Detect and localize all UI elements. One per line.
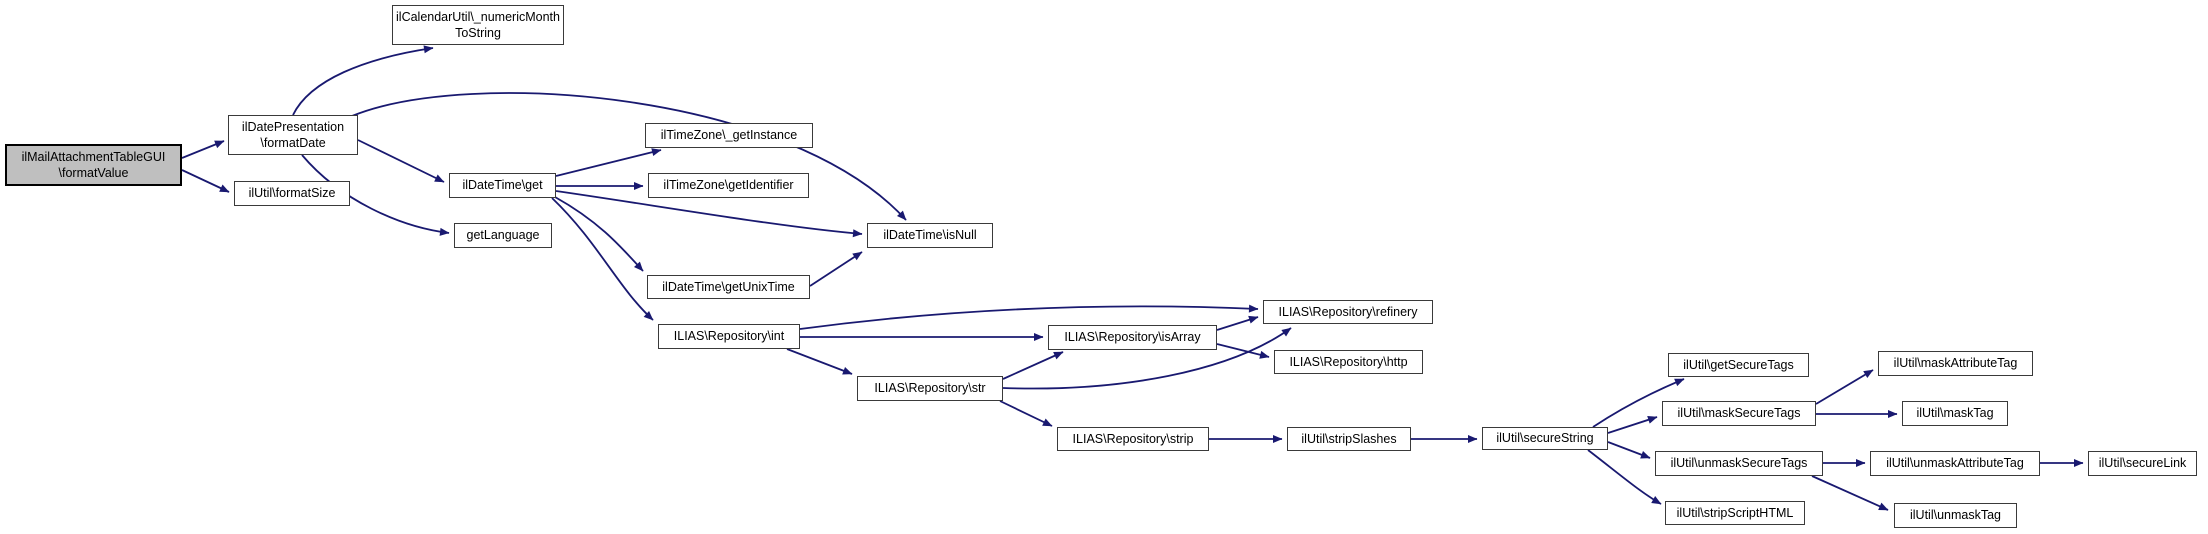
- node-unmaskTag[interactable]: ilUtil\unmaskTag: [1894, 503, 2017, 528]
- node-label-line: ILIAS\Repository\int: [673, 329, 785, 344]
- edge-formatDate-to-getLanguage: [301, 154, 450, 236]
- node-label-line: ilDateTime\isNull: [883, 228, 977, 243]
- edge-isArray-to-http: [1216, 343, 1270, 359]
- edge-group: [181, 45, 2084, 511]
- node-unmaskSecureTags[interactable]: ilUtil\unmaskSecureTags: [1655, 451, 1823, 476]
- edge-get-to-getInstance: [555, 148, 662, 177]
- node-label-line: ilUtil\secureLink: [2098, 456, 2187, 471]
- node-label-line: \formatDate: [260, 136, 326, 150]
- node-label-line: \formatValue: [58, 166, 129, 180]
- node-label-line: ilUtil\unmaskTag: [1909, 508, 2001, 523]
- edge-secureString-to-unmaskSecureTags: [1607, 441, 1651, 459]
- edge-isArray-to-refinery: [1216, 315, 1259, 331]
- node-str[interactable]: ILIAS\Repository\str: [857, 376, 1003, 401]
- node-isNull[interactable]: ilDateTime\isNull: [867, 223, 993, 248]
- node-maskAttributeTag[interactable]: ilUtil\maskAttributeTag: [1878, 351, 2033, 376]
- node-label-line: ilUtil\unmaskAttributeTag: [1886, 456, 2024, 471]
- node-label-line: ILIAS\Repository\str: [874, 381, 986, 396]
- node-label-line: ilUtil\secureString: [1496, 431, 1594, 446]
- edge-get-to-isNull: [555, 190, 863, 238]
- node-label-line: ILIAS\Repository\strip: [1072, 431, 1194, 446]
- node-int[interactable]: ILIAS\Repository\int: [658, 324, 800, 349]
- node-formatValue: ilMailAttachmentTableGUI \formatValue: [5, 144, 182, 186]
- node-label-line: getLanguage: [466, 228, 540, 243]
- node-label-line: ilTimeZone\_getInstance: [660, 128, 798, 143]
- node-label-line: ilUtil\getSecureTags: [1683, 357, 1794, 372]
- node-getInstance[interactable]: ilTimeZone\_getInstance: [645, 123, 813, 148]
- node-getSecureTags[interactable]: ilUtil\getSecureTags: [1668, 353, 1809, 377]
- edge-get-to-int: [551, 197, 654, 321]
- node-isArray[interactable]: ILIAS\Repository\isArray: [1048, 325, 1217, 350]
- edge-str-to-strip: [999, 400, 1053, 427]
- node-unmaskAttributeTag[interactable]: ilUtil\unmaskAttributeTag: [1870, 451, 2040, 476]
- node-label-line: ilMailAttachmentTableGUI: [21, 149, 166, 164]
- edge-formatDate-to-numericMonth: [292, 45, 434, 116]
- node-label-line: ilUtil\stripScriptHTML: [1676, 505, 1794, 520]
- node-label-line: ilUtil\maskAttributeTag: [1893, 356, 2018, 371]
- node-maskSecureTags[interactable]: ilUtil\maskSecureTags: [1662, 401, 1816, 426]
- edge-formatDate-to-isNull: [351, 92, 907, 221]
- node-getIdentifier[interactable]: ilTimeZone\getIdentifier: [648, 173, 809, 198]
- node-label-line: ILIAS\Repository\refinery: [1278, 304, 1418, 319]
- node-stripScriptHTML[interactable]: ilUtil\stripScriptHTML: [1665, 501, 1805, 525]
- node-label-line: ILIAS\Repository\isArray: [1064, 330, 1201, 345]
- node-label-line: ToString: [455, 26, 501, 40]
- edge-formatDate-to-get: [357, 139, 445, 183]
- node-get[interactable]: ilDateTime\get: [449, 173, 556, 198]
- node-getUnixTime[interactable]: ilDateTime\getUnixTime: [647, 275, 810, 299]
- node-label-line: ilDateTime\get: [462, 178, 543, 193]
- node-label-line: ilDatePresentation: [241, 119, 345, 134]
- edge-secureString-to-getSecureTags: [1592, 378, 1685, 428]
- edge-getUnixTime-to-isNull: [809, 251, 863, 287]
- edge-formatValue-to-formatSize: [181, 169, 230, 193]
- node-strip[interactable]: ILIAS\Repository\strip: [1057, 427, 1209, 451]
- edge-get-to-getUnixTime: [554, 196, 644, 272]
- node-formatSize[interactable]: ilUtil\formatSize: [234, 181, 350, 206]
- edge-int-to-refinery: [799, 304, 1259, 330]
- node-label-line: ilTimeZone\getIdentifier: [663, 178, 794, 193]
- node-maskTag[interactable]: ilUtil\maskTag: [1902, 401, 2008, 426]
- edge-str-to-refinery: [1002, 327, 1292, 390]
- node-refinery[interactable]: ILIAS\Repository\refinery: [1263, 300, 1433, 324]
- node-label-line: ilUtil\maskSecureTags: [1677, 406, 1801, 421]
- edge-int-to-str: [786, 348, 853, 375]
- node-label-line: ilCalendarUtil\_numericMonth: [396, 9, 560, 24]
- node-formatDate[interactable]: ilDatePresentation \formatDate: [228, 115, 358, 155]
- node-label-line: ilUtil\stripSlashes: [1301, 431, 1397, 446]
- edge-unmaskSecureTags-to-unmaskTag: [1811, 475, 1889, 511]
- node-secureString[interactable]: ilUtil\secureString: [1482, 427, 1608, 450]
- node-label-line: ILIAS\Repository\http: [1289, 354, 1408, 369]
- edge-formatValue-to-formatDate: [181, 140, 225, 159]
- node-label-line: ilUtil\formatSize: [248, 186, 336, 201]
- node-label-line: ilDateTime\getUnixTime: [662, 279, 795, 294]
- node-getLanguage[interactable]: getLanguage: [454, 223, 552, 248]
- edge-secureString-to-stripScriptHTML: [1587, 449, 1662, 505]
- node-label-line: ilUtil\maskTag: [1916, 406, 1994, 421]
- edge-secureString-to-maskSecureTags: [1607, 415, 1658, 434]
- node-http[interactable]: ILIAS\Repository\http: [1274, 350, 1423, 374]
- edge-str-to-isArray: [1002, 351, 1064, 380]
- node-secureLink[interactable]: ilUtil\secureLink: [2088, 451, 2197, 476]
- edge-maskSecureTags-to-maskAttributeTag: [1815, 369, 1874, 405]
- node-stripSlashes[interactable]: ilUtil\stripSlashes: [1287, 427, 1411, 451]
- node-label-line: ilUtil\unmaskSecureTags: [1670, 456, 1808, 471]
